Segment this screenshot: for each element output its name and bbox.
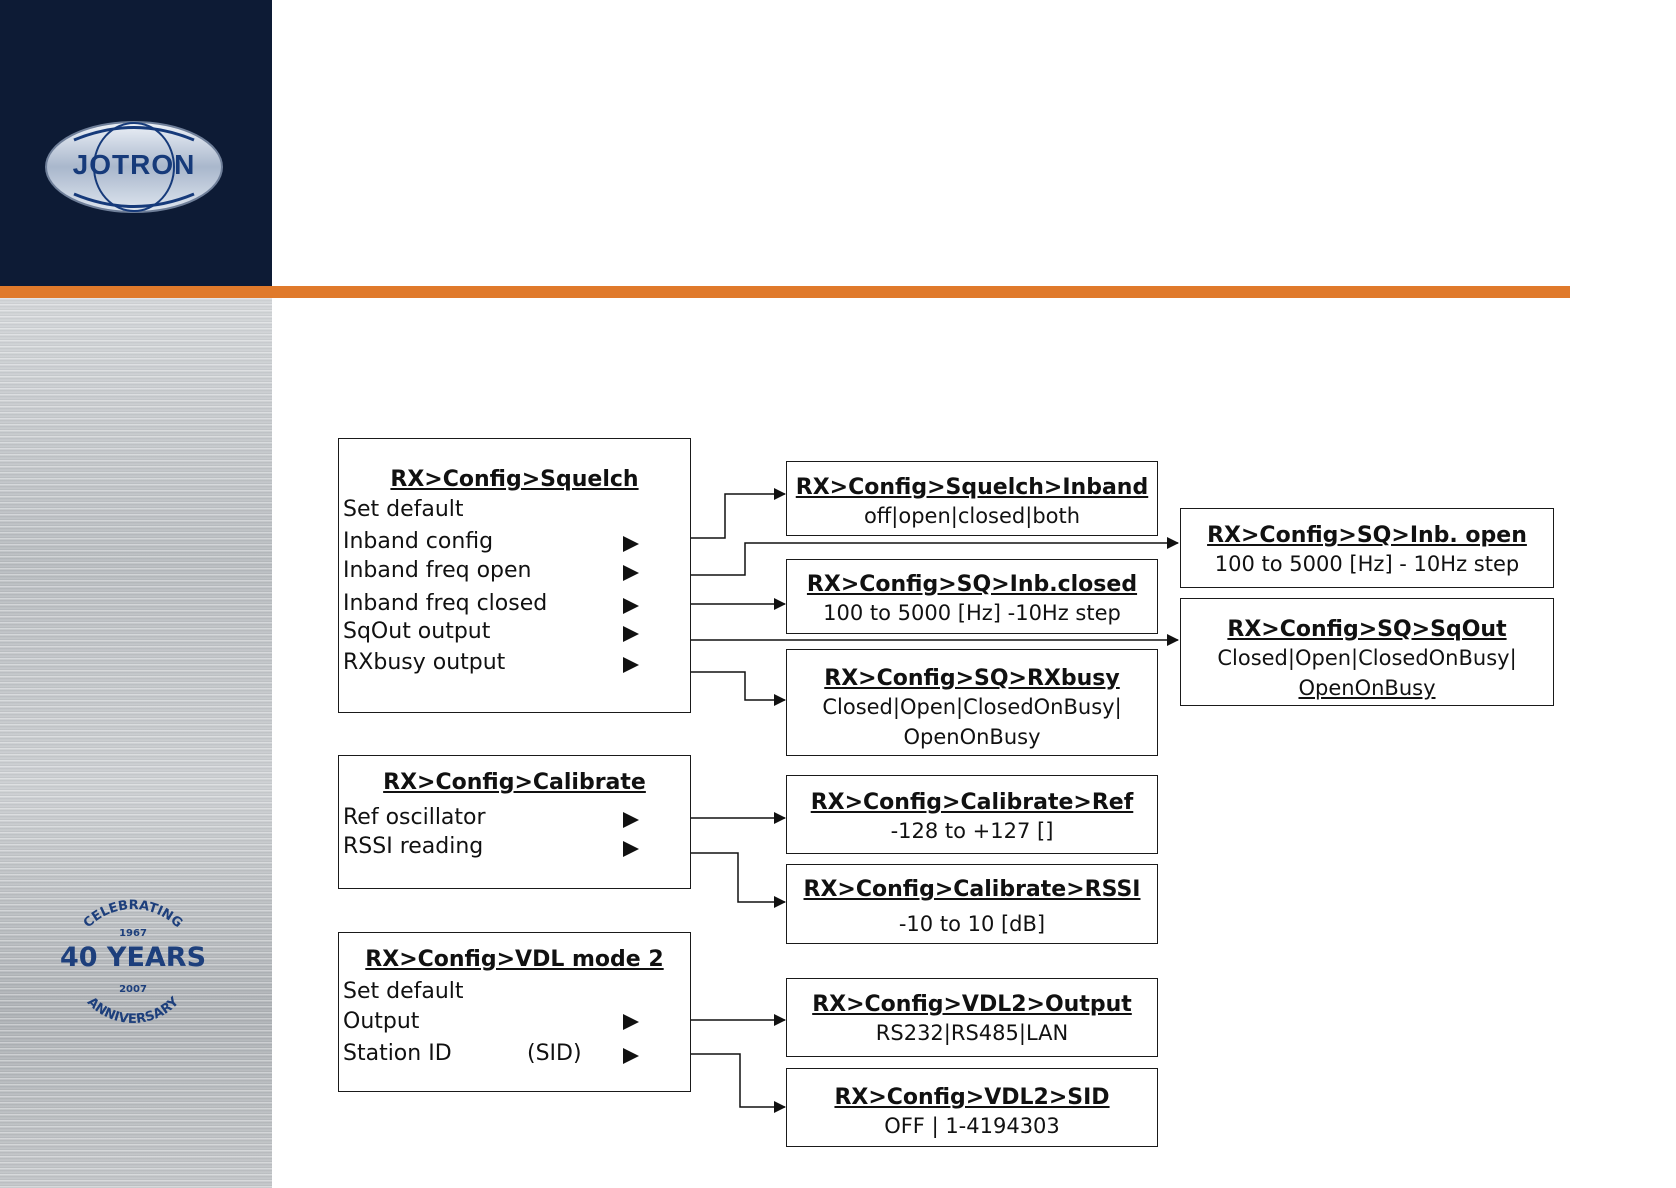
menu-squelch: RX>Config>Squelch Set default Inband con… [338, 438, 691, 713]
target-vdl-output-value: RS232|RS485|LAN [875, 1021, 1069, 1045]
target-cal-rssi-title: RX>Config>Calibrate>RSSI [803, 877, 1141, 902]
menu-squelch-item-inband-freq-closed: Inband freq closed [343, 591, 548, 616]
target-inb-closed-title: RX>Config>SQ>Inb.closed [806, 572, 1138, 597]
submenu-arrow-icon [623, 657, 639, 673]
target-vdl-sid-title: RX>Config>VDL2>SID [834, 1085, 1110, 1110]
menu-squelch-item-inband-config: Inband config [343, 529, 494, 554]
connector-inb-open [690, 537, 1179, 576]
anniversary-end-year: 2007 [119, 984, 147, 995]
submenu-arrow-icon [623, 598, 639, 614]
target-rxbusy: RX>Config>SQ>RXbusy Closed|Open|ClosedOn… [786, 649, 1158, 756]
target-rxbusy-value-line1: Closed|Open|ClosedOnBusy| [822, 695, 1122, 719]
anniversary-badge: CELEBRATING ANNIVERSARY [81, 898, 185, 1027]
target-cal-ref-value: -128 to +127 [] [890, 819, 1054, 843]
jotron-logo [45, 121, 223, 213]
submenu-arrow-icon [623, 1014, 639, 1030]
target-sqout-value-line2: OpenOnBusy [1298, 676, 1436, 700]
submenu-arrow-icon [623, 1048, 639, 1064]
submenu-arrow-icon [623, 812, 639, 828]
target-inband-title: RX>Config>Squelch>Inband [795, 475, 1149, 500]
target-rxbusy-value-line2: OpenOnBusy [903, 725, 1041, 749]
connector-rxbusy [690, 671, 786, 706]
target-inb-open-value: 100 to 5000 [Hz] - 10Hz step [1214, 552, 1520, 576]
target-inb-open-title: RX>Config>SQ>Inb. open [1207, 523, 1527, 548]
menu-squelch-item-rxbusy-output: RXbusy output [343, 650, 506, 675]
connector-cal-rssi [690, 852, 786, 908]
target-vdl-sid: RX>Config>VDL2>SID OFF | 1-4194303 [786, 1068, 1158, 1147]
logo-wordmark: JOTRON [72, 149, 196, 180]
menu-vdl-item-set-default: Set default [343, 979, 464, 1004]
header-orange-rule [0, 286, 1570, 298]
target-inb-open: RX>Config>SQ>Inb. open 100 to 5000 [Hz] … [1180, 508, 1554, 588]
target-cal-ref-title: RX>Config>Calibrate>Ref [810, 790, 1134, 815]
menu-calibrate-item-ref-oscillator: Ref oscillator [343, 805, 486, 830]
menu-vdl-mode2: RX>Config>VDL mode 2 Set default Output … [338, 932, 691, 1092]
target-sqout-value-line1: Closed|Open|ClosedOnBusy| [1217, 646, 1517, 670]
submenu-arrow-icon [623, 841, 639, 857]
submenu-arrow-icon [623, 565, 639, 581]
target-cal-ref: RX>Config>Calibrate>Ref -128 to +127 [] [786, 775, 1158, 854]
target-vdl-sid-value: OFF | 1-4194303 [884, 1114, 1060, 1138]
target-cal-rssi-value: -10 to 10 [dB] [898, 912, 1046, 936]
menu-vdl-sid-label: (SID) [527, 1041, 582, 1066]
menu-vdl-item-station-id: Station ID [343, 1041, 452, 1066]
target-rxbusy-title: RX>Config>SQ>RXbusy [824, 666, 1120, 691]
target-sqout-title: RX>Config>SQ>SqOut [1227, 617, 1507, 642]
brushed-steel-sidebar [0, 298, 272, 1188]
target-cal-rssi: RX>Config>Calibrate>RSSI -10 to 10 [dB] [786, 864, 1158, 944]
submenu-arrow-icon [623, 536, 639, 552]
submenu-arrow-icon [623, 626, 639, 642]
menu-vdl-title: RX>Config>VDL mode 2 [365, 947, 664, 972]
anniversary-start-year: 1967 [119, 928, 147, 939]
menu-calibrate-title: RX>Config>Calibrate [383, 770, 646, 795]
target-inband: RX>Config>Squelch>Inband off|open|closed… [786, 461, 1158, 536]
menu-vdl-item-output: Output [343, 1009, 420, 1034]
menu-calibrate-item-rssi-reading: RSSI reading [343, 834, 484, 859]
target-vdl-output: RX>Config>VDL2>Output RS232|RS485|LAN [786, 978, 1158, 1057]
target-inb-closed: RX>Config>SQ>Inb.closed 100 to 5000 [Hz]… [786, 559, 1158, 634]
target-sqout: RX>Config>SQ>SqOut Closed|Open|ClosedOnB… [1180, 598, 1554, 706]
connector-inband [690, 488, 786, 539]
menu-squelch-item-sqout-output: SqOut output [343, 619, 491, 644]
menu-squelch-item-set-default: Set default [343, 497, 464, 522]
target-vdl-output-title: RX>Config>VDL2>Output [812, 992, 1132, 1017]
menu-squelch-item-inband-freq-open: Inband freq open [343, 558, 532, 583]
menu-calibrate: RX>Config>Calibrate Ref oscillator RSSI … [338, 755, 691, 889]
target-inb-closed-value: 100 to 5000 [Hz] -10Hz step [823, 601, 1121, 625]
connector-vdl-sid [690, 1053, 786, 1113]
menu-squelch-title: RX>Config>Squelch [390, 467, 639, 492]
anniversary-years: 40 YEARS [59, 942, 207, 973]
target-inband-value: off|open|closed|both [863, 504, 1081, 528]
